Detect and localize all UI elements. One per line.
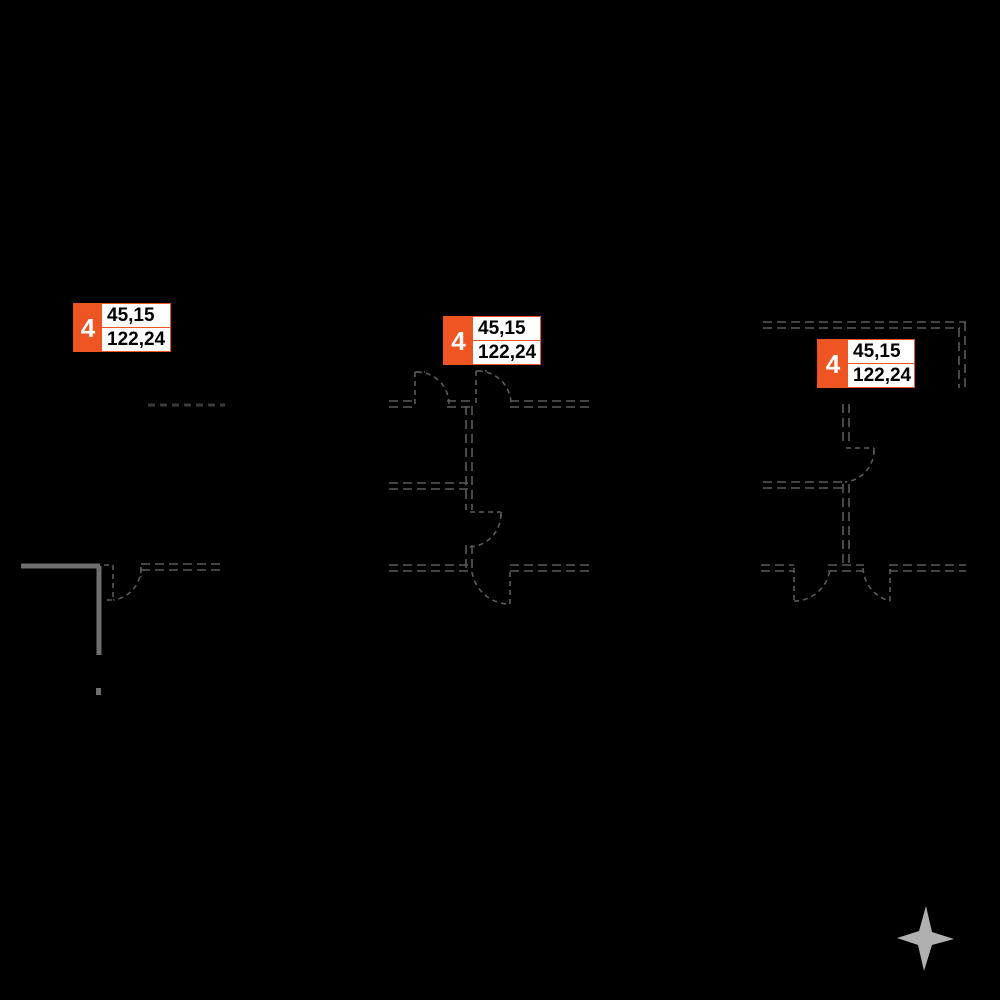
room-tag-left-values: 45,15 122,24 <box>102 304 170 351</box>
room-tag-left-value-top: 45,15 <box>102 304 170 328</box>
room-tag-left[interactable]: 4 45,15 122,24 <box>74 304 170 351</box>
center-door1-swing-arc <box>416 371 450 405</box>
right-doorB-swing-arc <box>793 567 831 602</box>
room-tag-center-value-top: 45,15 <box>473 317 540 341</box>
room-tag-right-value-top: 45,15 <box>848 340 914 364</box>
center-door4-swing-arc <box>471 571 511 605</box>
room-tag-right[interactable]: 4 45,15 122,24 <box>818 340 914 387</box>
room-tag-right-values: 45,15 122,24 <box>848 340 914 387</box>
room-tag-left-value-bottom: 122,24 <box>107 329 166 350</box>
left-door-swing-arc <box>112 567 142 601</box>
room-tag-center-value-bottom: 122,24 <box>478 342 537 363</box>
room-tag-center-number: 4 <box>444 317 473 364</box>
center-door3-swing-arc <box>467 513 502 548</box>
room-tag-right-number: 4 <box>818 340 848 387</box>
room-tag-center-values: 45,15 122,24 <box>473 317 540 364</box>
north-arrow <box>897 906 954 971</box>
room-tag-center[interactable]: 4 45,15 122,24 <box>444 317 540 364</box>
north-arrow-icon <box>897 906 954 971</box>
room-tag-left-number: 4 <box>74 304 102 351</box>
left-point-marker <box>96 688 101 695</box>
room-tag-right-value-bottom: 122,24 <box>853 365 912 386</box>
right-detail-panel <box>761 321 966 602</box>
right-doorC-swing-arc <box>862 567 891 602</box>
center-door2-swing-arc <box>477 370 512 405</box>
left-detail-panel <box>21 403 225 695</box>
center-detail-panel <box>389 370 594 605</box>
right-doorA-swing-arc <box>844 449 875 483</box>
left-door-jamb <box>104 564 114 601</box>
